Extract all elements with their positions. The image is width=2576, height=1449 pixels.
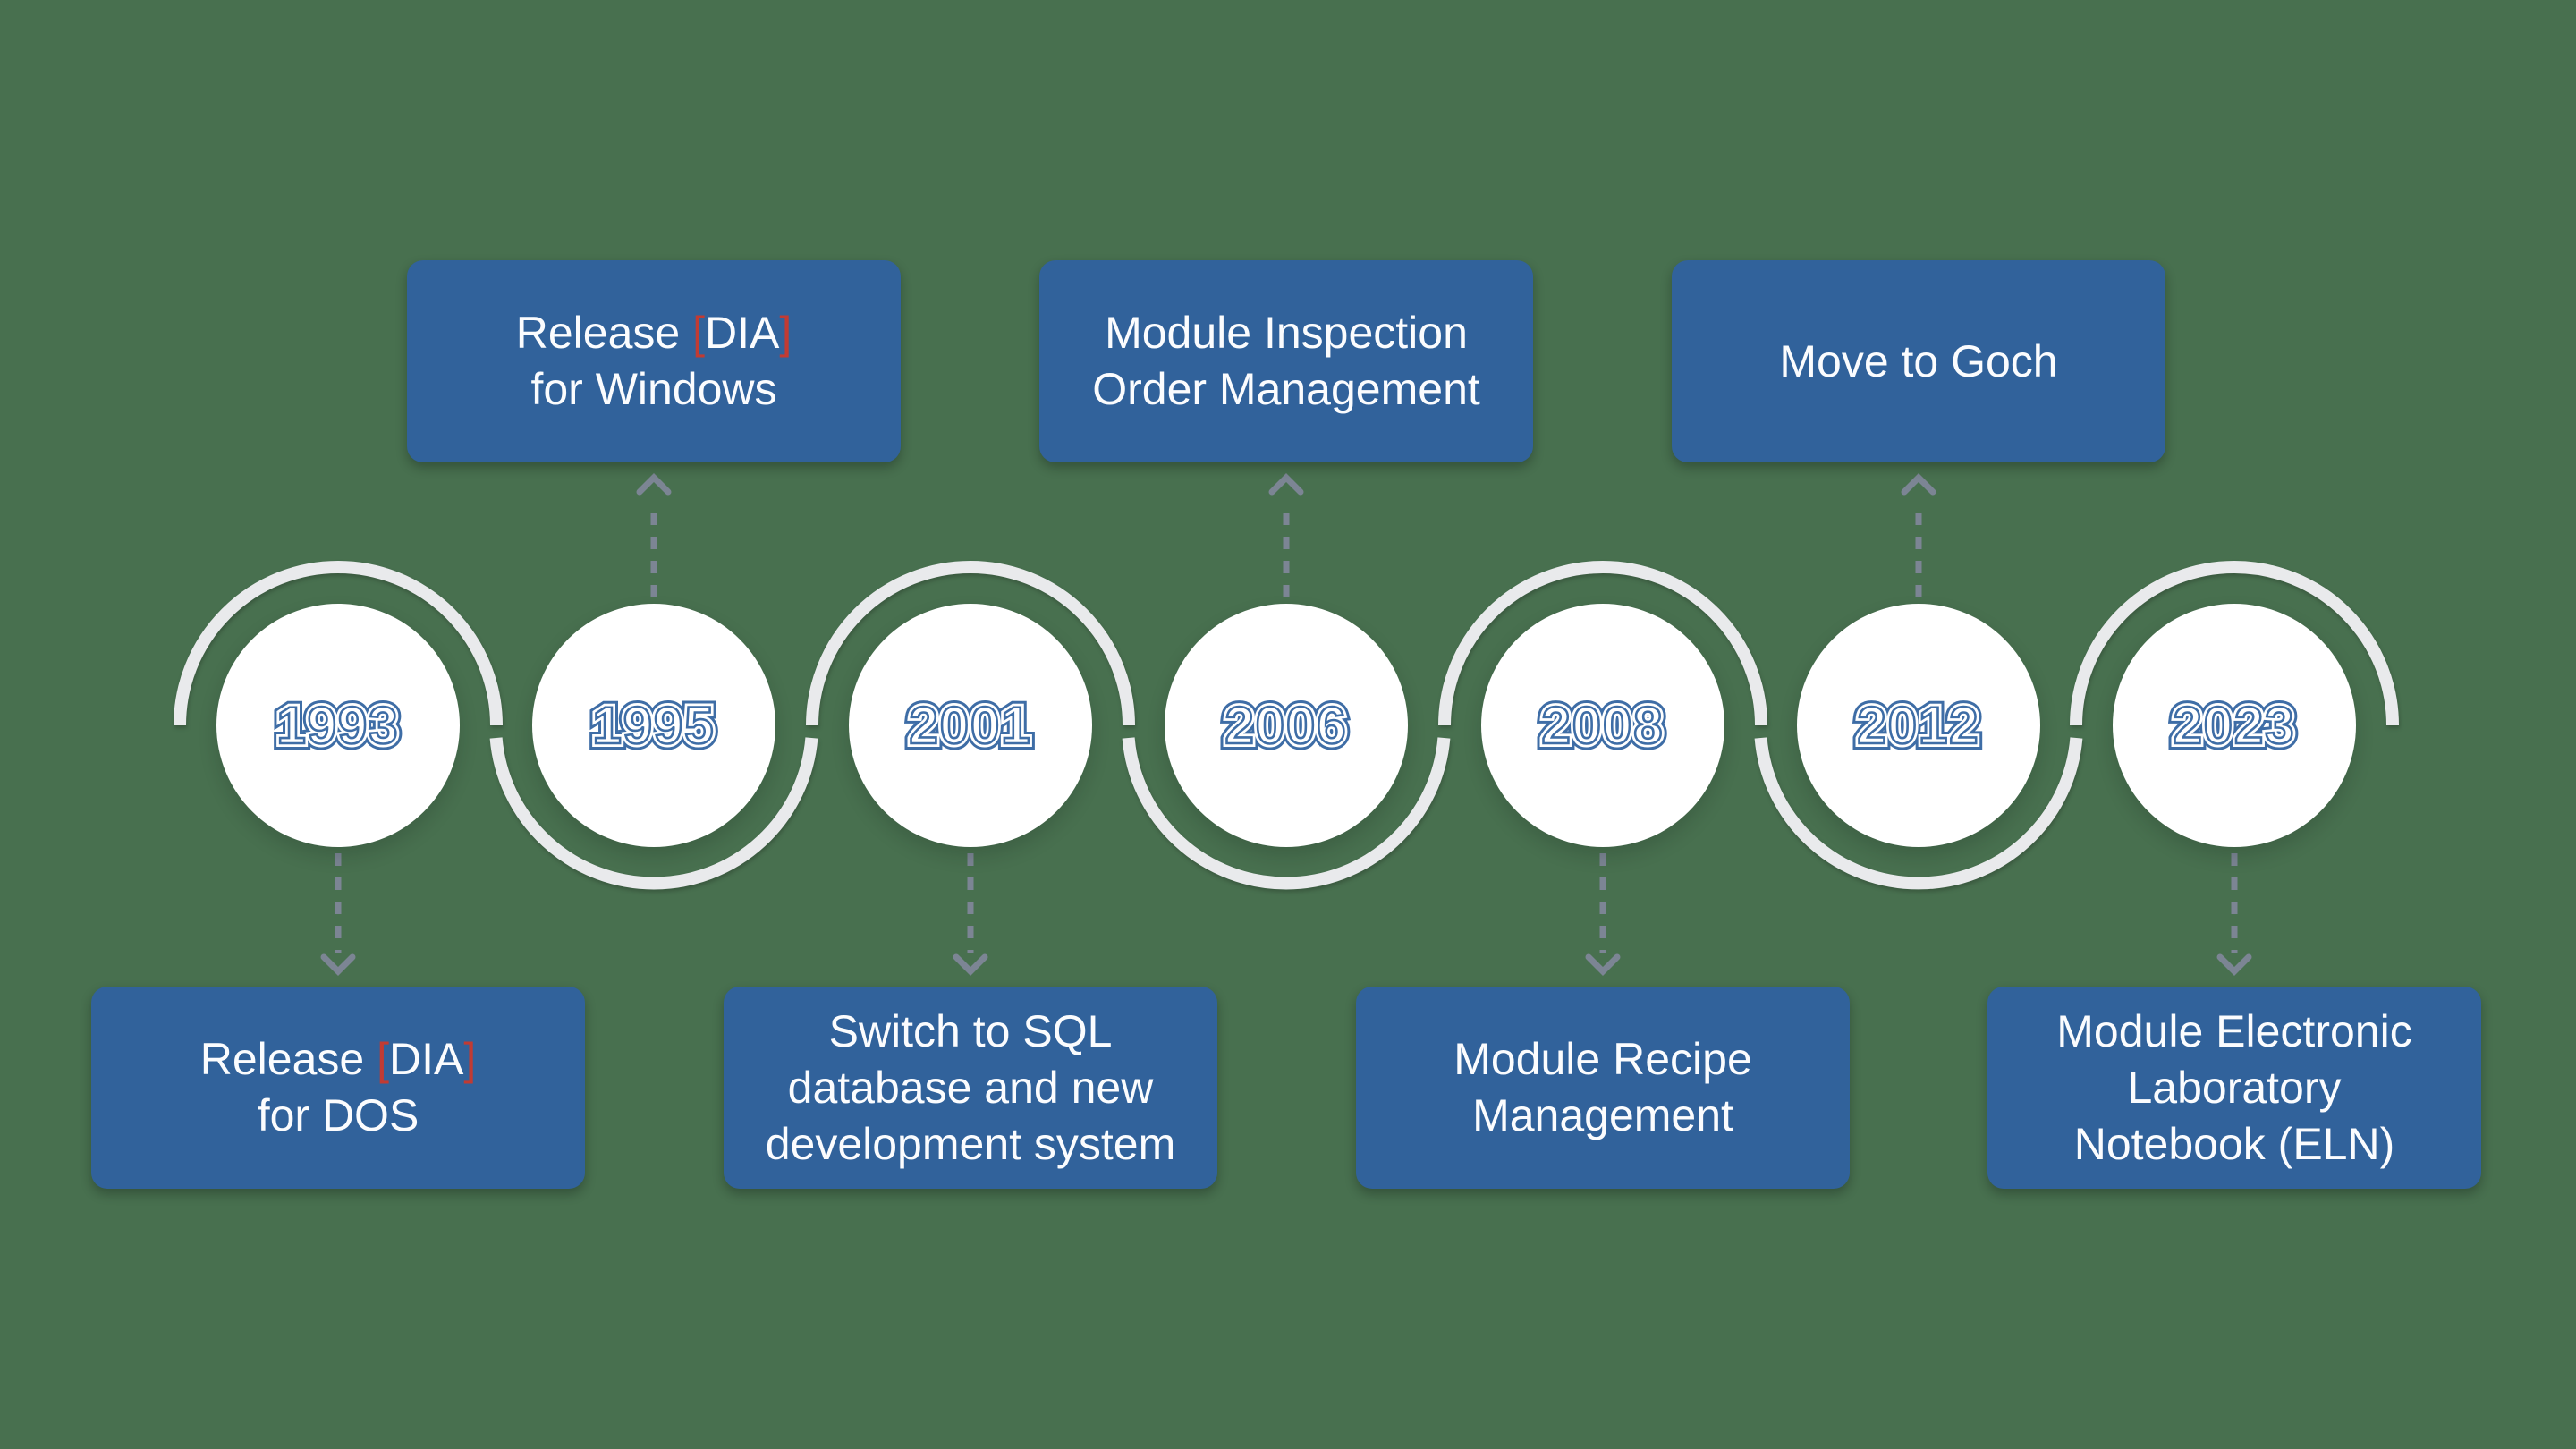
year-label-2012: 2012 [1851, 691, 1984, 761]
arrowhead-chevron-icon-2008 [1585, 953, 1621, 976]
year-label-2023: 2023 [2172, 695, 2296, 756]
milestone-text-segment: Release [515, 308, 693, 358]
year-label-1995: 1995 [591, 695, 716, 756]
year-label-2006: 2006 [1221, 693, 1349, 758]
milestone-line: Notebook (ELN) [2073, 1118, 2395, 1169]
year-label-2012: 2012 [1856, 695, 1980, 756]
milestone-text-segment: Release [199, 1034, 377, 1084]
milestone-line: Management [1472, 1090, 1733, 1140]
milestone-line: Order Management [1092, 364, 1480, 414]
milestone-line: Move to Goch [1779, 335, 2058, 386]
arrowhead-chevron-icon-1993 [320, 953, 356, 976]
year-label-2012: 2012 [1853, 693, 1981, 758]
year-label-2006: 2006 [1218, 691, 1352, 761]
year-label-2001: 2001 [908, 695, 1032, 756]
arrowhead-chevron-icon-2012 [1901, 473, 1936, 496]
year-label-2023: 2023 [2166, 691, 2300, 761]
milestone-box-1995: Release [DIA]for Windows [407, 260, 901, 462]
milestone-line: development system [765, 1118, 1176, 1169]
milestone-line: Module Recipe [1453, 1034, 1752, 1084]
milestone-line: Release [DIA] [516, 305, 792, 361]
year-label-2001: 2001 [905, 693, 1033, 758]
year-label-1993: 1993 [275, 695, 400, 756]
arrowhead-chevron-icon-2023 [2216, 953, 2252, 976]
wave-arc-2001 [806, 561, 1135, 726]
milestone-line: Laboratory [2127, 1062, 2342, 1113]
milestone-line: Module Inspection [1105, 308, 1468, 358]
bracket-highlight: ] [463, 1034, 477, 1084]
milestone-line: for DOS [257, 1090, 419, 1140]
milestone-text-segment: DIA [388, 1034, 464, 1084]
year-label-1995: 1995 [586, 691, 719, 761]
year-label-1995: 1995 [589, 693, 716, 758]
milestone-line: Release [DIA] [200, 1031, 477, 1088]
year-label-1993: 1993 [270, 691, 403, 761]
milestone-line: Module Electronic [2056, 1005, 2412, 1056]
bracket-highlight: [ [692, 308, 705, 358]
wave-arc-2023 [2070, 561, 2399, 726]
year-label-2006: 2006 [1224, 695, 1348, 756]
milestone-line: for Windows [530, 364, 777, 414]
year-label-2001: 2001 [902, 691, 1036, 761]
milestone-line: Switch to SQL [828, 1005, 1113, 1056]
milestone-text-segment: DIA [704, 308, 780, 358]
milestone-line: database and new [787, 1062, 1154, 1113]
arrowhead-chevron-icon-1995 [636, 473, 672, 496]
wave-arc-2012 [1754, 737, 2083, 890]
wave-arc-1993 [174, 561, 503, 726]
year-label-2008: 2008 [1538, 693, 1665, 758]
milestone-box-1993: Release [DIA]for DOS [91, 987, 585, 1189]
bracket-highlight: ] [779, 308, 792, 358]
year-label-1993: 1993 [273, 693, 401, 758]
arrowhead-chevron-icon-2006 [1268, 473, 1304, 496]
wave-arc-1995 [489, 737, 818, 890]
wave-arc-2008 [1438, 561, 1767, 726]
year-label-2008: 2008 [1535, 691, 1668, 761]
arrowhead-chevron-icon-2001 [953, 953, 988, 976]
year-label-2023: 2023 [2169, 693, 2297, 758]
year-label-2008: 2008 [1540, 695, 1665, 756]
wave-arc-2006 [1122, 737, 1451, 890]
bracket-highlight: [ [377, 1034, 389, 1084]
milestone-box-2012: Move to Goch [1672, 260, 2165, 462]
